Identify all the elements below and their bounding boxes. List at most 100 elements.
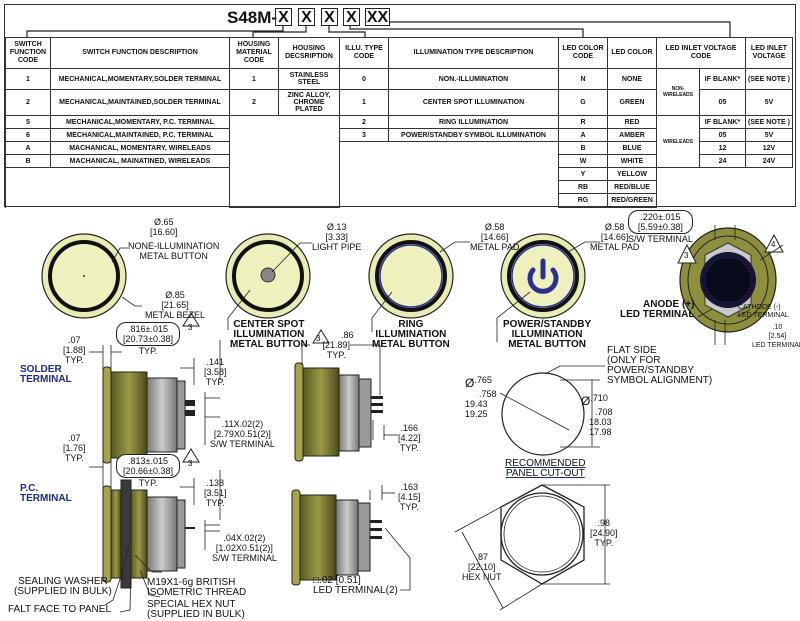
pc2-led-len: .163 [4.15] TYP. [398, 482, 421, 512]
dim-text: .813±.015 [128, 456, 168, 466]
pc-term-len: .138 [3.51] TYP. [204, 478, 227, 508]
note-3-solder: 3 [188, 323, 193, 332]
dim-text: TYP. [594, 538, 614, 548]
dim-text: [21.89] [322, 340, 351, 350]
label-text: CATHODE (-) [738, 304, 781, 311]
side-view-solder [102, 366, 195, 464]
side-view-pc-led [291, 489, 411, 591]
dim-text: 18.03 [589, 417, 612, 427]
label-text: LED TERMINAL(2) [313, 585, 398, 596]
button-none-illumination [41, 233, 127, 319]
note-3-triangle [677, 243, 697, 264]
led-pitch-label: .10 [2.54] LED TERMINAL [752, 323, 800, 350]
dim-text: TYP. [205, 377, 225, 387]
button-center-spot [225, 233, 311, 319]
housing-empty [229, 115, 340, 208]
dim-text: Ø.85 [165, 290, 185, 300]
dim-text: .166 [400, 423, 419, 433]
dim-text: 19.43 [465, 399, 488, 409]
label-text: METAL PAD [470, 242, 520, 252]
part-field-voltage: XX [365, 8, 390, 26]
ring-pad-label: Ø.58 [14.66] METAL PAD [470, 222, 519, 252]
light-pipe-label: Ø.13 [3.33] LIGHT PIPE [312, 222, 361, 252]
side-view-solder-led [294, 362, 383, 462]
dim-text: 19.25 [465, 409, 488, 419]
label-text: METAL PAD [590, 242, 640, 252]
label-text: LED TERMINAL [620, 309, 695, 320]
label-text: M19X1-6g BRITISH [147, 577, 236, 588]
label-text: (ONLY FOR [607, 355, 661, 366]
header-led-color-code: LED COLOR CODE [558, 37, 608, 69]
label-text: LED TERMINAL [738, 312, 789, 319]
power-icon [527, 267, 559, 294]
led-color-code: G [558, 89, 608, 116]
dim-capsule: .816±.015 [20.73±0.38] [116, 322, 180, 346]
table-row: RG RED/GREEN [6, 193, 793, 208]
part-field-illumination: X [321, 8, 338, 26]
solder-terminal-title: SOLDER TERMINAL [20, 365, 72, 385]
dim-text: [1.02X0.51(2)] [215, 543, 273, 553]
sw-terminal-dim: .220±.015 [5.59±0.38] S/W TERMINAL [628, 210, 693, 244]
table-row: 5 MECHANICAL,MOMENTARY, P.C. TERMINAL 2 … [5, 115, 793, 208]
label-text: S/W TERMINAL [628, 234, 693, 244]
dim-text: [1.88] [63, 345, 86, 355]
part-number-prefix: S48M- [227, 8, 278, 27]
label-text: TERMINAL [20, 493, 72, 504]
label-text: RECOMMENDED [505, 458, 586, 469]
power-pad-label: Ø.58 [14.66] METAL PAD [590, 222, 639, 252]
dim-text: [5.59±0.38] [637, 222, 683, 232]
dim-text: [16.60] [150, 227, 178, 237]
note-4: 4 [771, 240, 776, 249]
label-text: SPECIAL HEX NUT [147, 599, 236, 610]
note-3-pc: 3 [188, 459, 193, 468]
power-name: POWER/STANDBY ILLUMINATION METAL BUTTON [503, 320, 591, 350]
switch-description: MECHANICAL,MAINTAINED,SOLDER TERMINAL [50, 89, 230, 116]
voltage-group-wireleads: WIRELEADS [656, 115, 700, 168]
dim-text: [2.54] [768, 333, 787, 340]
illu-empty [339, 141, 559, 208]
part-field-housing: X [298, 8, 315, 26]
illu-code: 1 [339, 89, 389, 116]
dim-text: .765 [474, 375, 492, 385]
solder-body-dim: .816±.015 [20.73±0.38] TYP. [116, 322, 180, 356]
label-text: (SUPPLIED IN BULK) [147, 609, 245, 620]
cutout-inner-dia: Ø.710 .708 18.03 17.98 [581, 393, 613, 437]
housing-description: ZINC ALLOY, CHROME PLATED [278, 89, 340, 116]
label-text: NONE-ILLUMINATION [128, 241, 220, 251]
dim-text: TYP. [326, 350, 346, 360]
part-field-switch: X [275, 8, 292, 26]
dim-text: TYP. [399, 502, 419, 512]
dim-text: □.02 [0.51] [313, 575, 361, 586]
pc-bezel-dim: .07 [1.76] TYP. [63, 433, 86, 463]
dim-text: .98 [597, 518, 611, 528]
label-text: (SUPPLIED IN BULK) [14, 586, 112, 597]
label-text: ISOMETRIC THREAD [147, 587, 247, 598]
side-view-pc [102, 479, 195, 589]
dim-text: Ø.65 [154, 217, 174, 227]
cutout-title: RECOMMENDED PANEL CUT-OUT [505, 459, 586, 479]
illu-description: CENTER SPOT ILLUMINATION [388, 89, 559, 116]
none-dia-label: Ø.65 [16.60] [150, 217, 178, 237]
thread-label: M19X1-6g BRITISH ISOMETRIC THREAD [147, 578, 246, 598]
dim-text: .141 [206, 357, 225, 367]
label-text: HEX NUT [462, 572, 502, 582]
panel-cutout [499, 365, 605, 456]
solder2-len-dim: .86 [21.89] TYP. [319, 330, 353, 360]
part-number-leader-lines [26, 21, 731, 38]
dim-text: TYP. [138, 478, 158, 488]
header-led-inlet-voltage-code: LED INLET VOLTAGE CODE [656, 37, 746, 69]
dia-symbol: Ø [465, 376, 475, 390]
flat-side-label: FLAT SIDE (ONLY FOR POWER/STANDBY SYMBOL… [607, 346, 712, 386]
dim-capsule: .813±.015 [20.66±0.38] [116, 454, 180, 478]
label-text: SYMBOL ALIGNMENT) [607, 375, 713, 386]
hex-flats-dim: .87 [22.10] HEX NUT [462, 552, 502, 582]
pc-term-size: .04X.02(2) [1.02X0.51(2)] S/W TERMINAL [212, 533, 277, 563]
dim-text: [20.66±0.38] [123, 466, 173, 476]
solder2-led-len: .166 [4.22] TYP. [398, 423, 421, 453]
center-spot-name: CENTER SPOT ILLUMINATION METAL BUTTON [230, 320, 308, 350]
label-text: TERMINAL [20, 374, 72, 385]
dim-text: .758 [479, 389, 497, 399]
dim-text: [20.73±0.38] [123, 334, 173, 344]
led-color: RED/BLUE [607, 180, 657, 194]
